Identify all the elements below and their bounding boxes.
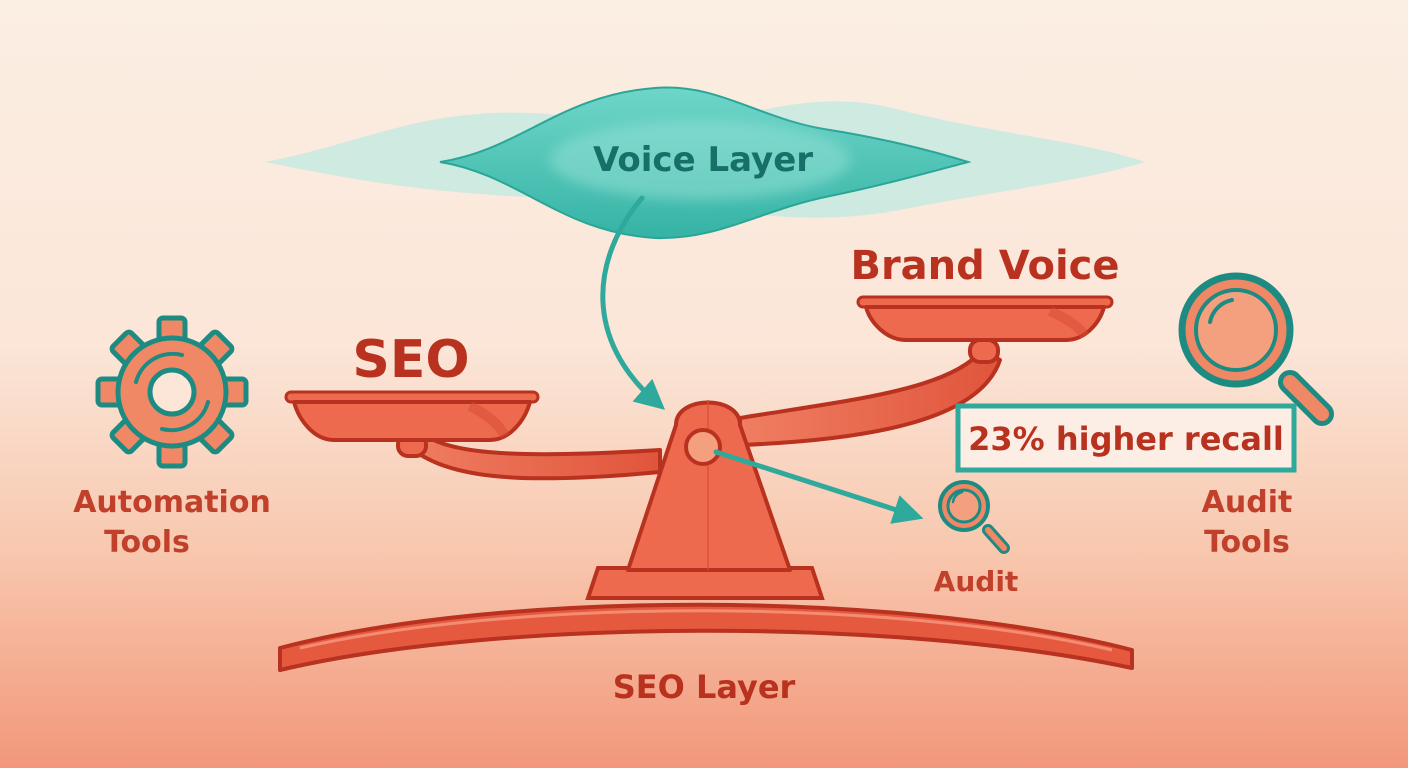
fulcrum	[626, 400, 792, 572]
scale-base	[278, 566, 1134, 672]
audit-label: Audit	[934, 565, 1019, 598]
stat-callout: 23% higher recall	[955, 403, 1297, 473]
right-pan	[856, 295, 1114, 342]
voice-layer-wave	[265, 86, 1145, 240]
small-magnifier-icon	[938, 480, 1010, 554]
stat-callout-text: 23% higher recall	[968, 420, 1284, 458]
right-arm	[738, 338, 1002, 447]
gear-icon	[95, 315, 249, 469]
left-pan-label: SEO	[352, 330, 469, 390]
magnifier-icon	[1178, 272, 1334, 426]
automation-tools-label-line2: Tools	[104, 525, 190, 560]
right-pan-label: Brand Voice	[850, 243, 1119, 289]
pivot-to-audit-arrow	[713, 449, 924, 524]
seo-layer-label: SEO Layer	[613, 668, 796, 706]
left-arm	[396, 432, 662, 481]
audit-tools-label-line2: Tools	[1204, 525, 1290, 560]
voice-layer-label: Voice Layer	[593, 140, 813, 180]
audit-tools-label-line1: Audit	[1202, 485, 1293, 520]
automation-tools-label-line1: Automation	[73, 485, 271, 520]
voice-to-fulcrum-arrow	[600, 195, 666, 410]
left-pan	[284, 390, 540, 442]
